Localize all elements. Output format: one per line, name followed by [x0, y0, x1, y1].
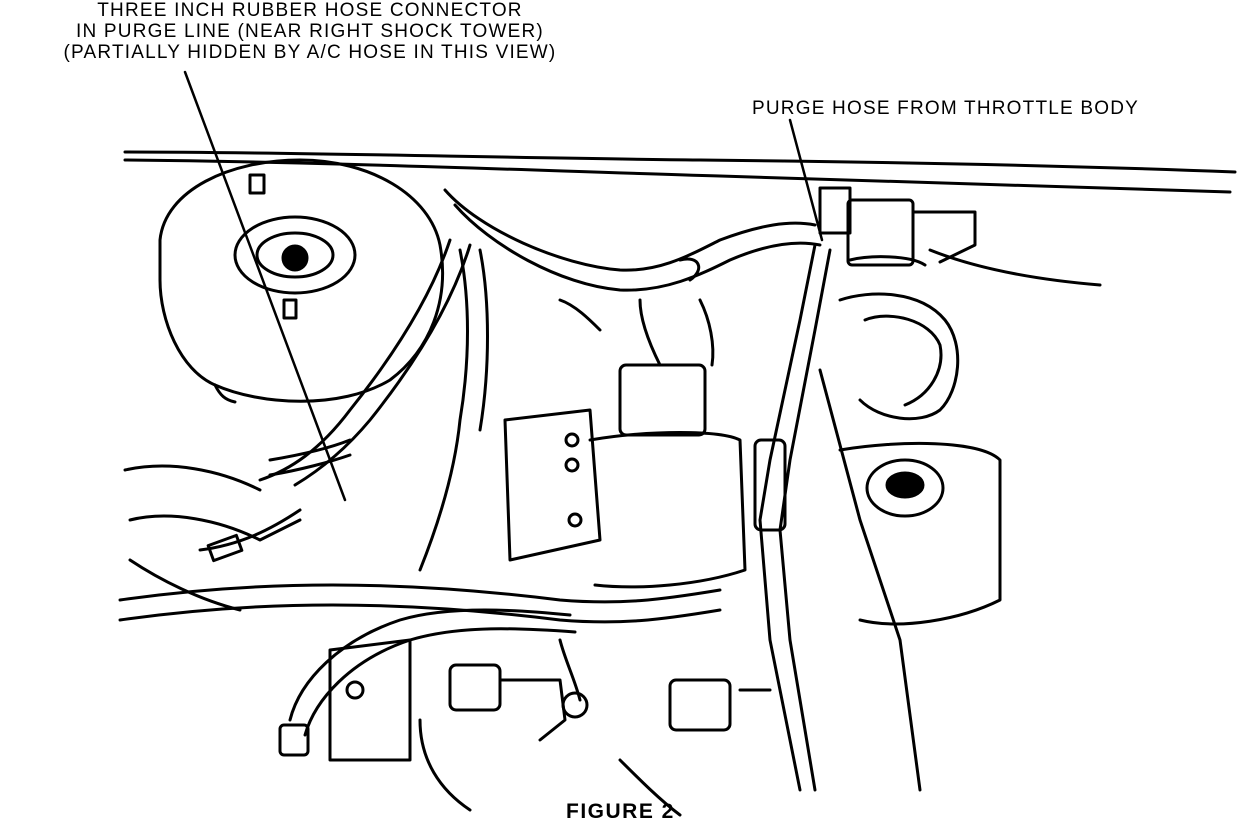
- figure-caption: FIGURE 2: [566, 800, 675, 823]
- callout-line-3: (PARTIALLY HIDDEN BY A/C HOSE IN THIS VI…: [63, 42, 557, 63]
- purge-hose-callout: PURGE HOSE FROM THROTTLE BODY: [752, 98, 1140, 119]
- reservoir-cap: [840, 443, 1000, 623]
- callout-line-2: IN PURGE LINE (NEAR RIGHT SHOCK TOWER): [76, 21, 544, 42]
- purge-line-vertical: [755, 245, 920, 790]
- lower-bracket: [330, 640, 410, 760]
- ignition-coil: [505, 300, 745, 587]
- harness-left: [260, 240, 488, 570]
- throttle-body: [820, 188, 1100, 285]
- fuel-injectors: [420, 640, 770, 815]
- shock-tower: [160, 160, 443, 402]
- purge-hose: [445, 190, 820, 330]
- callout-line-1: THREE INCH RUBBER HOSE CONNECTOR: [97, 0, 523, 21]
- rubber-hose-connector-callout: THREE INCH RUBBER HOSE CONNECTOR IN PURG…: [0, 0, 620, 63]
- ac-hose: [120, 585, 720, 755]
- wiring-lower-left: [125, 466, 300, 610]
- hood-edge: [125, 152, 1235, 192]
- air-intake: [840, 257, 958, 419]
- callout-leaders: [185, 72, 822, 500]
